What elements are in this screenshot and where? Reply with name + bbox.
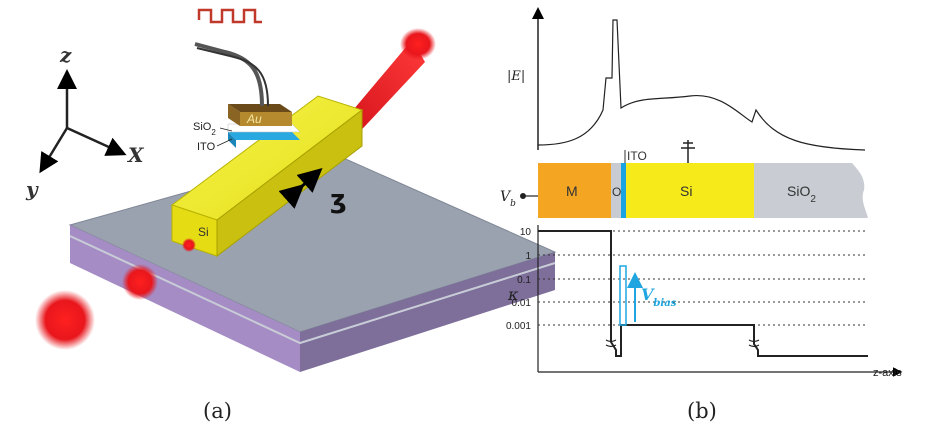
field-profile-curve bbox=[537, 19, 866, 151]
kappa-tick-0.001: 0.001 bbox=[506, 321, 531, 332]
kappa-tick-0.01: 0.01 bbox=[512, 298, 532, 309]
axis-break-marks bbox=[605, 339, 760, 348]
label-sio2: SiO2 bbox=[193, 121, 216, 137]
region-o bbox=[611, 163, 621, 218]
z-axis-label: z-axis bbox=[873, 367, 902, 379]
ito-kappa-bar bbox=[619, 265, 627, 326]
ito-leader bbox=[216, 138, 233, 147]
caption-b: (b) bbox=[687, 399, 717, 423]
label-au: Au bbox=[246, 112, 262, 126]
axis-label-z: z bbox=[59, 43, 72, 67]
double-arrow bbox=[278, 168, 323, 209]
region-label-o: O bbox=[612, 185, 621, 199]
panel-b: |E| M O ITO Si SiO2 Vb κ bbox=[500, 7, 903, 379]
kappa-gridlines bbox=[538, 230, 868, 326]
label-ito: ITO bbox=[197, 141, 216, 153]
bias-label: Vb bbox=[500, 189, 516, 209]
region-si bbox=[626, 163, 754, 218]
kappa-tick-labels: 10 1 0.1 0.01 0.001 bbox=[506, 227, 531, 332]
label-si: Si bbox=[198, 225, 209, 239]
laser-spot-small bbox=[182, 238, 196, 252]
kappa-tick-0.1: 0.1 bbox=[517, 275, 531, 286]
field-label: |E| bbox=[507, 69, 525, 84]
kappa-tick-10: 10 bbox=[520, 227, 532, 238]
gold-top bbox=[228, 104, 292, 112]
panel-a: ʒ z X y Au SiO2 ITO Si bbox=[25, 8, 557, 372]
region-m bbox=[538, 163, 611, 218]
coordinate-axes bbox=[39, 69, 127, 174]
region-ito bbox=[621, 163, 626, 218]
kappa-tick-1: 1 bbox=[525, 251, 531, 262]
caption-a: (a) bbox=[203, 399, 232, 423]
laser-spot-mid bbox=[122, 264, 158, 300]
gold-front bbox=[228, 104, 240, 126]
ito-layer bbox=[228, 132, 300, 140]
region-label-si: Si bbox=[680, 183, 692, 199]
square-wave-icon bbox=[197, 8, 262, 24]
electrode-wire bbox=[194, 42, 264, 107]
electrode-wire-2 bbox=[196, 47, 269, 107]
input-glyph: ʒ bbox=[330, 185, 347, 215]
ground-icon bbox=[681, 140, 695, 163]
axis-label-x: X bbox=[126, 143, 145, 167]
gold-face bbox=[240, 112, 292, 126]
region-label-ito: ITO bbox=[627, 149, 647, 163]
region-sio2 bbox=[754, 163, 868, 218]
sio2-leader bbox=[219, 127, 233, 132]
laser-spot-large bbox=[35, 290, 95, 350]
output-beam-tip bbox=[400, 28, 436, 60]
axis-label-y: y bbox=[25, 177, 39, 201]
ito-layer-front bbox=[228, 132, 236, 148]
kappa-profile bbox=[538, 230, 868, 357]
region-label-sio2: SiO2 bbox=[787, 183, 816, 205]
region-label-m: M bbox=[566, 183, 578, 199]
vbias-label: Vbias bbox=[641, 285, 677, 309]
kappa-label: κ bbox=[507, 285, 519, 304]
